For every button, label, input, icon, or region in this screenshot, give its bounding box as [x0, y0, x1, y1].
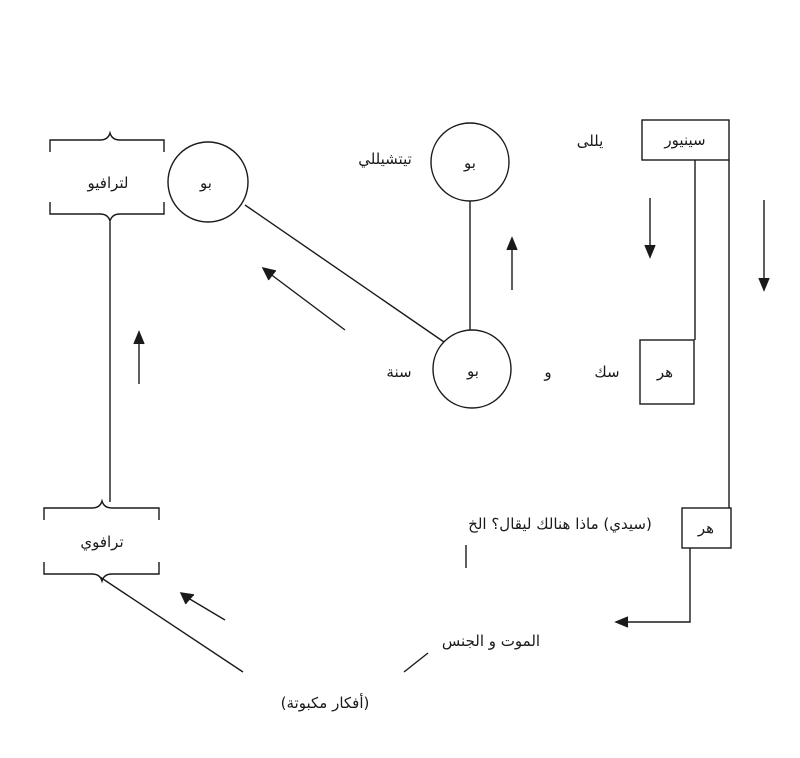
node-bo-left: بو	[200, 174, 212, 192]
node-bo-top: بو	[464, 154, 476, 172]
box-senior	[641, 119, 730, 161]
label-wa: و	[544, 363, 552, 381]
label-sidi-question: (سيدي) ماذا هنالك ليقال؟ الخ	[468, 515, 652, 533]
line-har-low-elbow	[618, 548, 691, 623]
line-death-sex-tick	[403, 652, 429, 673]
node-letrafio: لترافيو	[87, 174, 129, 192]
node-bo-mid: بو	[467, 362, 479, 380]
arrow-up-left	[133, 330, 145, 384]
circle-bo-left	[167, 141, 249, 223]
arrow-diagonal-lower	[179, 592, 226, 621]
box-har-low	[681, 507, 732, 549]
arrow-left-bottom	[614, 616, 629, 628]
circle-bo-mid	[432, 329, 512, 409]
arrow-up-mid	[506, 236, 518, 290]
label-repressed-thoughts: (أفكار مكبوتة)	[280, 694, 370, 712]
label-sana: سنة	[386, 363, 412, 381]
line-trafoi-repressed	[99, 576, 244, 673]
label-yalla: يللى	[576, 132, 604, 150]
label-death-sex: الموت و الجنس	[441, 632, 541, 650]
node-senior: سينيور	[664, 131, 706, 149]
brace-box-trafoi	[43, 498, 160, 584]
box-har-mid	[639, 339, 695, 405]
brace-box-letrafio	[49, 130, 165, 224]
line-bo-left-bo-mid	[244, 204, 445, 343]
node-har-mid: هر	[656, 363, 674, 381]
node-trafoi: ترافوي	[80, 533, 124, 551]
arrow-down-right	[758, 200, 770, 292]
label-titchili: تيتشيللي	[358, 150, 412, 168]
arrow-down-left	[644, 198, 656, 259]
node-har-low: هر	[697, 519, 715, 537]
arrow-diagonal-upper	[261, 266, 346, 331]
label-sek: سك	[594, 363, 620, 381]
